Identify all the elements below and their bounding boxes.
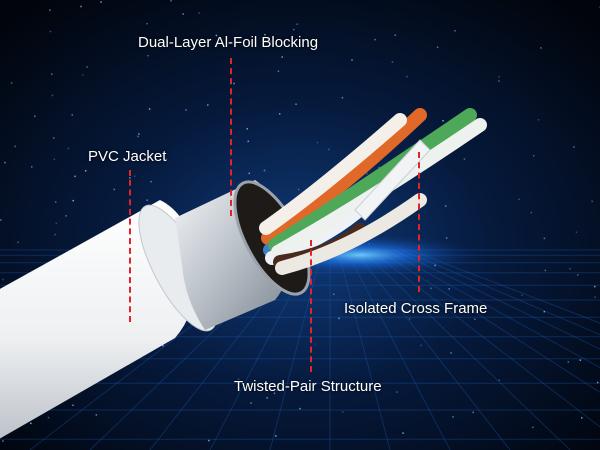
copper-tip [477,106,508,130]
foil-callout-line [230,58,232,216]
jacket-label: PVC Jacket [88,148,167,165]
wire-white-brown [275,193,427,275]
wire-white-orange [259,113,407,235]
frame-label: Isolated Cross Frame [344,300,488,317]
wire-orange [261,108,427,245]
copper-conductors [355,92,508,205]
copper-tip [416,92,446,120]
foil-label: Dual-Layer Al-Foil Blocking [138,34,319,51]
twisted-label: Twisted-Pair Structure [234,378,382,395]
isolated-cross-frame [354,139,431,221]
frame-callout-line [418,152,420,292]
copper-tip [396,97,425,125]
copper-tip [355,166,384,195]
twisted-callout-line [310,240,312,372]
copper-tip [416,177,446,205]
copper-tip [466,94,497,120]
jacket-callout-line [129,170,131,322]
